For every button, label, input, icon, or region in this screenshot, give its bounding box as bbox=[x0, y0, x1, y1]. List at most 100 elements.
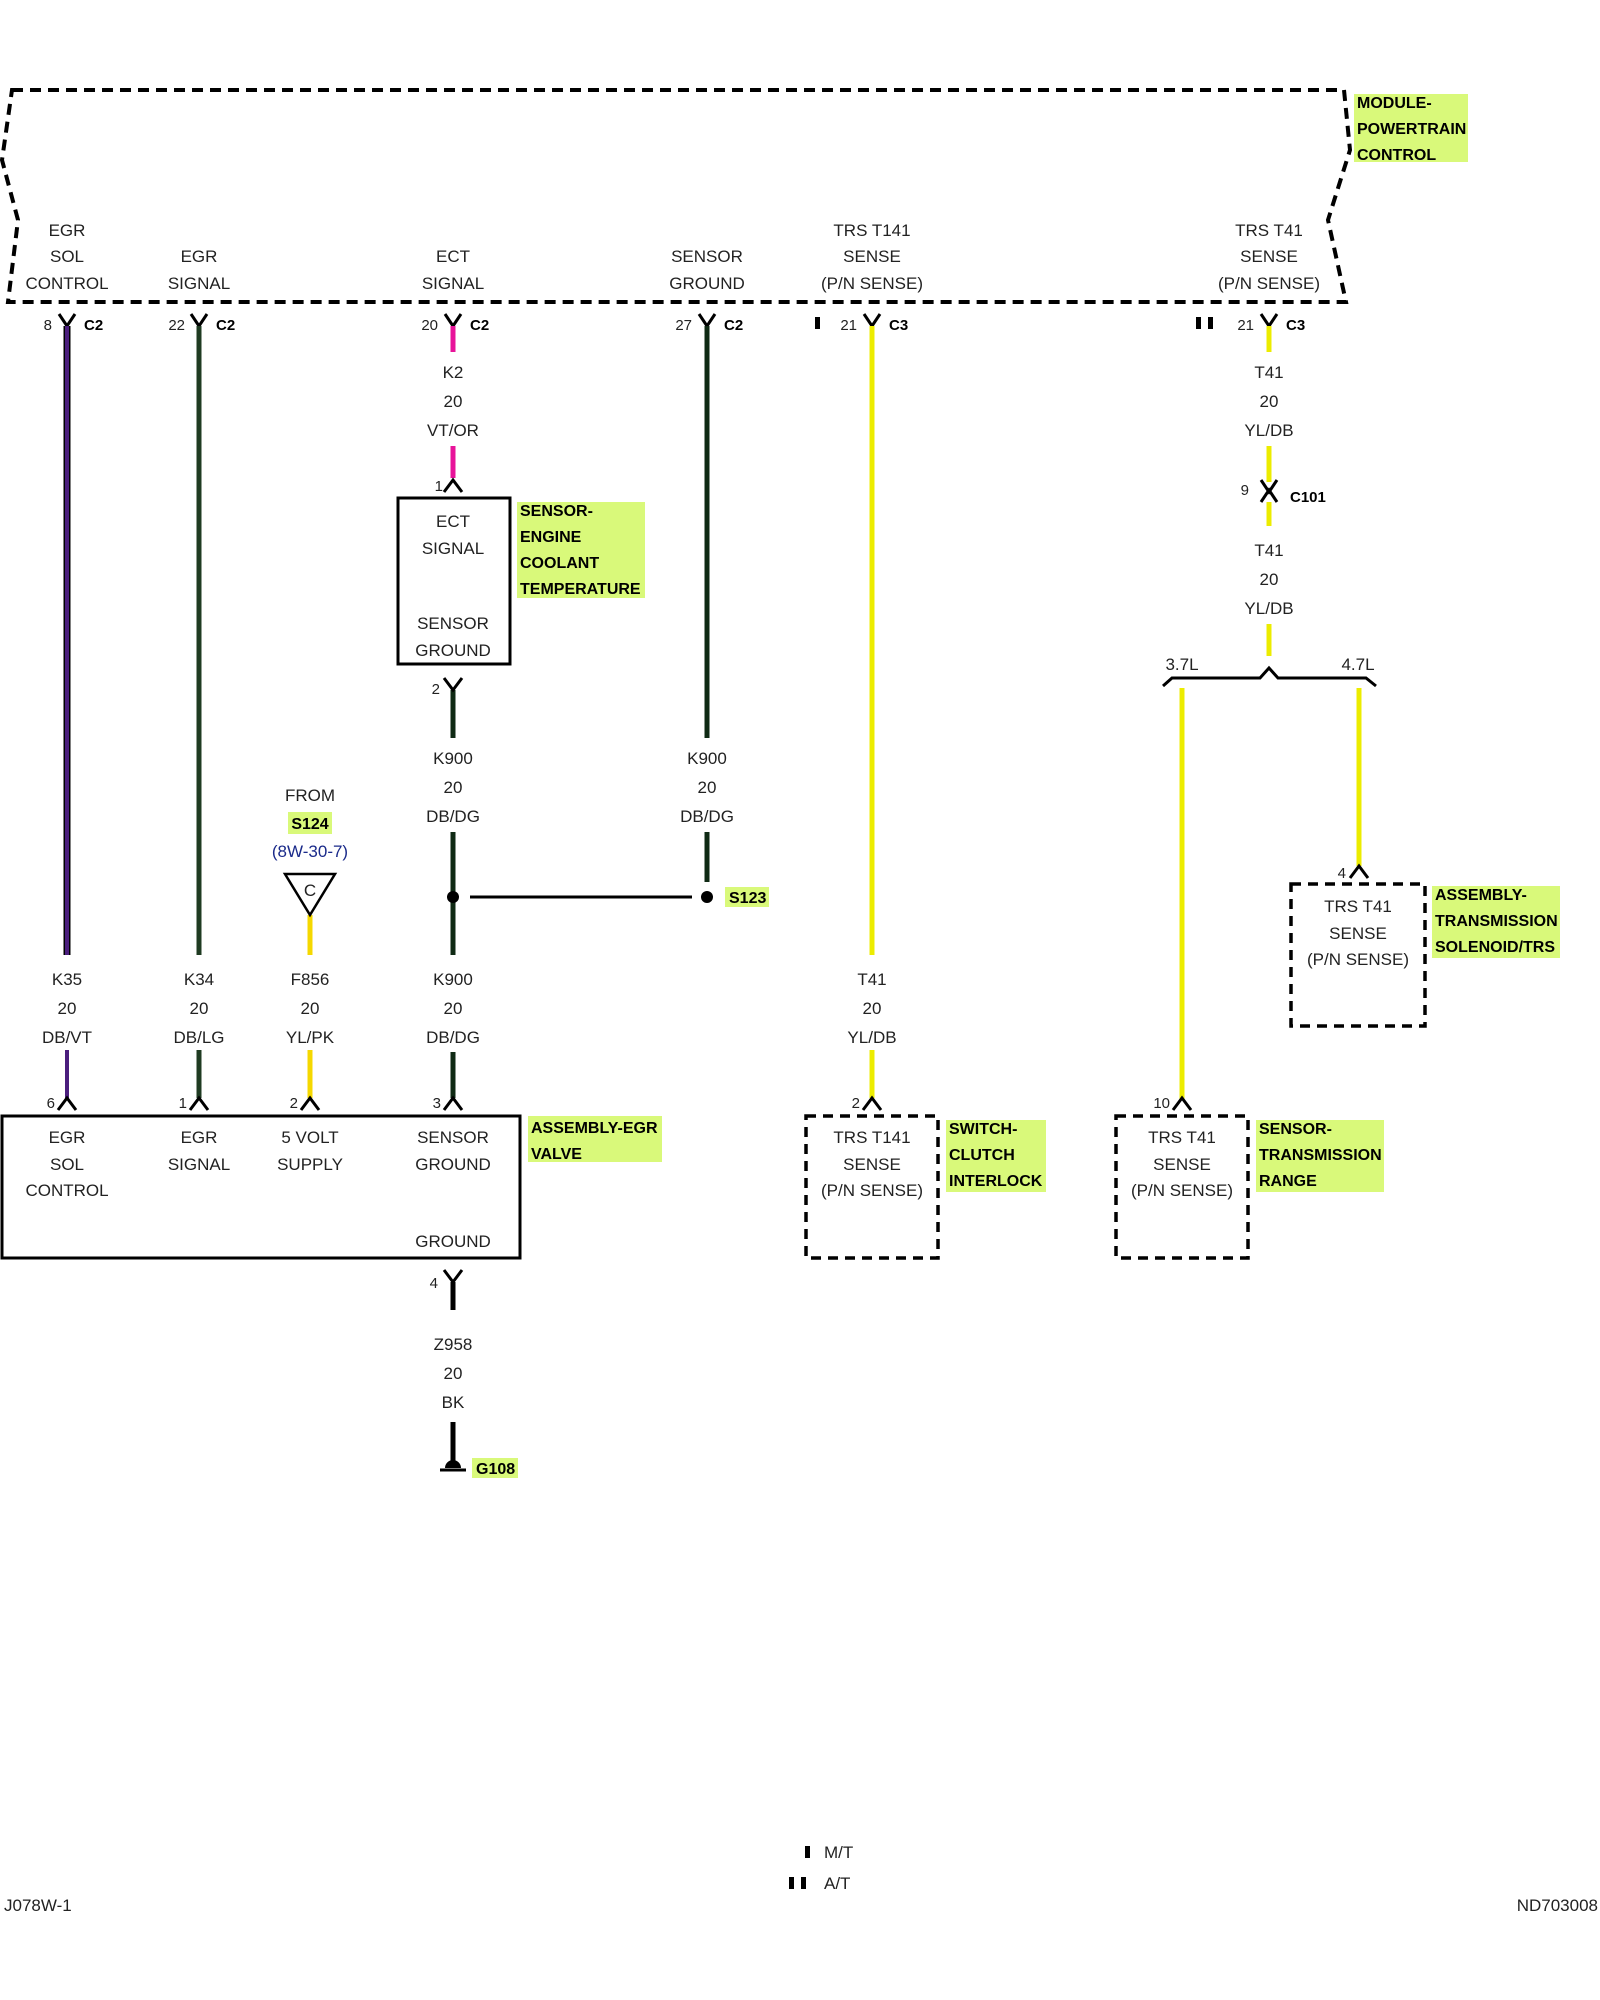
pcm-socket-1 bbox=[57, 313, 77, 329]
solenoid-name-highlight bbox=[1432, 886, 1560, 958]
solenoid-box bbox=[1289, 882, 1427, 1028]
ect-sensor-box bbox=[396, 496, 512, 666]
legend-at-icon-b bbox=[801, 1877, 806, 1889]
egr-valve-box bbox=[0, 1114, 522, 1260]
f856-gauge: 20 bbox=[301, 999, 320, 1018]
pcm-terminal-6-line-2: SENSE bbox=[1240, 247, 1298, 266]
ect-name-line-2: ENGINE bbox=[520, 529, 582, 546]
egr-pin-1: 1 bbox=[179, 1095, 187, 1112]
footer-right: ND703008 bbox=[1517, 1896, 1598, 1915]
egr-pin-2-symbol bbox=[299, 1095, 321, 1111]
pcm-socket-4 bbox=[697, 313, 717, 329]
legend-at-icon-a bbox=[789, 1877, 794, 1889]
engine-branch: 3.7L 4.7L bbox=[1162, 655, 1377, 688]
k900-b-gauge: 20 bbox=[698, 778, 717, 797]
ect-pin-1-symbol bbox=[442, 477, 464, 493]
egr-t3-line-1: 5 VOLT bbox=[281, 1128, 338, 1147]
tr-pin-symbol bbox=[1171, 1095, 1193, 1111]
legend-at-label: A/T bbox=[824, 1874, 850, 1893]
from-label: FROM bbox=[285, 786, 335, 805]
k900-a-code: K900 bbox=[433, 749, 473, 768]
egr-pin-4: 4 bbox=[430, 1275, 438, 1292]
t41-mid-gauge: 20 bbox=[1260, 570, 1279, 589]
pcm-module bbox=[0, 88, 1353, 304]
wire-labels: K2 20 VT/OR T41 20 YL/DB T41 20 YL/DB K9… bbox=[42, 363, 1294, 1412]
k34-color: DB/LG bbox=[173, 1028, 224, 1047]
egr-pin-4-symbol bbox=[442, 1269, 464, 1285]
pcm-pin-5: 21 bbox=[840, 317, 857, 334]
tr-line-3: (P/N SENSE) bbox=[1131, 1181, 1233, 1200]
splice-dot-right bbox=[701, 891, 713, 903]
footer: J078W-1 ND703008 bbox=[4, 1896, 1598, 1915]
branch-bracket bbox=[1162, 665, 1377, 688]
at-marker-a bbox=[1196, 317, 1201, 329]
clutch-line-1: TRS T141 bbox=[833, 1128, 910, 1147]
k900-b-color: DB/DG bbox=[680, 807, 734, 826]
legend-mt-label: M/T bbox=[824, 1843, 853, 1862]
legend-mt-icon bbox=[805, 1846, 810, 1858]
s123-splice: S123 bbox=[447, 887, 769, 907]
pcm-name-label: MODULE- POWERTRAIN CONTROL bbox=[1354, 94, 1468, 164]
s124-source: FROM S124 (8W-30-7) C bbox=[272, 786, 348, 918]
k900-c-color: DB/DG bbox=[426, 1028, 480, 1047]
ect-bottom-line-1: SENSOR bbox=[417, 614, 489, 633]
egr-pin-1-symbol bbox=[188, 1095, 210, 1111]
wires bbox=[63, 326, 1362, 1462]
k2-color: VT/OR bbox=[427, 421, 479, 440]
ect-bottom-line-2: GROUND bbox=[415, 641, 491, 660]
clutch-switch-box bbox=[804, 1114, 940, 1260]
egr-t4-line-2: GROUND bbox=[415, 1155, 491, 1174]
legend: M/T A/T bbox=[789, 1843, 853, 1893]
egr-valve: 6 1 2 3 EGR SOL CONTROL EGR SIGNAL 5 VOL… bbox=[0, 1095, 662, 1292]
k900-a-color: DB/DG bbox=[426, 807, 480, 826]
solenoid-name-line-3: SOLENOID/TRS bbox=[1435, 939, 1555, 956]
ect-pin-2: 2 bbox=[432, 681, 440, 698]
pcm-terminal-labels: EGR SOL CONTROL EGR SIGNAL ECT SIGNAL SE… bbox=[25, 221, 1320, 293]
ect-name-line-1: SENSOR- bbox=[520, 503, 593, 520]
k35-code: K35 bbox=[52, 970, 82, 989]
pcm-terminal-1-line-2: SOL bbox=[50, 247, 84, 266]
ect-name-line-4: TEMPERATURE bbox=[520, 581, 641, 598]
t41-top-color: YL/DB bbox=[1244, 421, 1293, 440]
pcm-terminal-3-line-1: ECT bbox=[436, 247, 470, 266]
pcm-terminal-5-line-3: (P/N SENSE) bbox=[821, 274, 923, 293]
solenoid-line-2: SENSE bbox=[1329, 924, 1387, 943]
pcm-name-highlight bbox=[1354, 94, 1468, 162]
z958-code: Z958 bbox=[434, 1335, 473, 1354]
tr-sensor-box bbox=[1114, 1114, 1250, 1260]
pcm-terminal-1-line-1: EGR bbox=[49, 221, 86, 240]
ect-name-highlight bbox=[517, 502, 645, 598]
g108-label: G108 bbox=[476, 1461, 515, 1478]
tr-line-2: SENSE bbox=[1153, 1155, 1211, 1174]
t41-top-code: T41 bbox=[1254, 363, 1283, 382]
clutch-name-line-1: SWITCH- bbox=[949, 1121, 1017, 1138]
pcm-conn-2: C2 bbox=[216, 317, 235, 334]
pcm-terminal-6-line-1: TRS T41 bbox=[1235, 221, 1303, 240]
z958-color: BK bbox=[442, 1393, 465, 1412]
pcm-connector-symbols bbox=[57, 313, 1279, 329]
s123-label: S123 bbox=[729, 890, 766, 907]
tr-name-highlight bbox=[1256, 1120, 1384, 1192]
clutch-switch: 2 TRS T141 SENSE (P/N SENSE) SWITCH- CLU… bbox=[804, 1095, 1046, 1260]
k35-gauge: 20 bbox=[58, 999, 77, 1018]
pcm-conn-3: C2 bbox=[470, 317, 489, 334]
solenoid-name-line-2: TRANSMISSION bbox=[1435, 913, 1558, 930]
egr-t4-line-1: SENSOR bbox=[417, 1128, 489, 1147]
source-symbol: C bbox=[304, 881, 316, 900]
k35-color: DB/VT bbox=[42, 1028, 92, 1047]
tr-name-line-3: RANGE bbox=[1259, 1173, 1317, 1190]
splice-dot-left bbox=[447, 891, 459, 903]
t41-mid-color: YL/DB bbox=[1244, 599, 1293, 618]
pcm-terminal-4-line-2: GROUND bbox=[669, 274, 745, 293]
tr-sensor: 10 TRS T41 SENSE (P/N SENSE) SENSOR- TRA… bbox=[1114, 1095, 1384, 1260]
solenoid-pin: 4 bbox=[1338, 865, 1346, 882]
t41-clutch-gauge: 20 bbox=[863, 999, 882, 1018]
egr-name-line-2: VALVE bbox=[531, 1146, 582, 1163]
clutch-name-line-3: INTERLOCK bbox=[949, 1173, 1043, 1190]
egr-pin-2: 2 bbox=[290, 1095, 298, 1112]
egr-t3-line-2: SUPPLY bbox=[277, 1155, 343, 1174]
s124-label: S124 bbox=[291, 816, 328, 833]
solenoid-pin-symbol bbox=[1348, 863, 1370, 879]
egr-t1-line-3: CONTROL bbox=[25, 1181, 108, 1200]
